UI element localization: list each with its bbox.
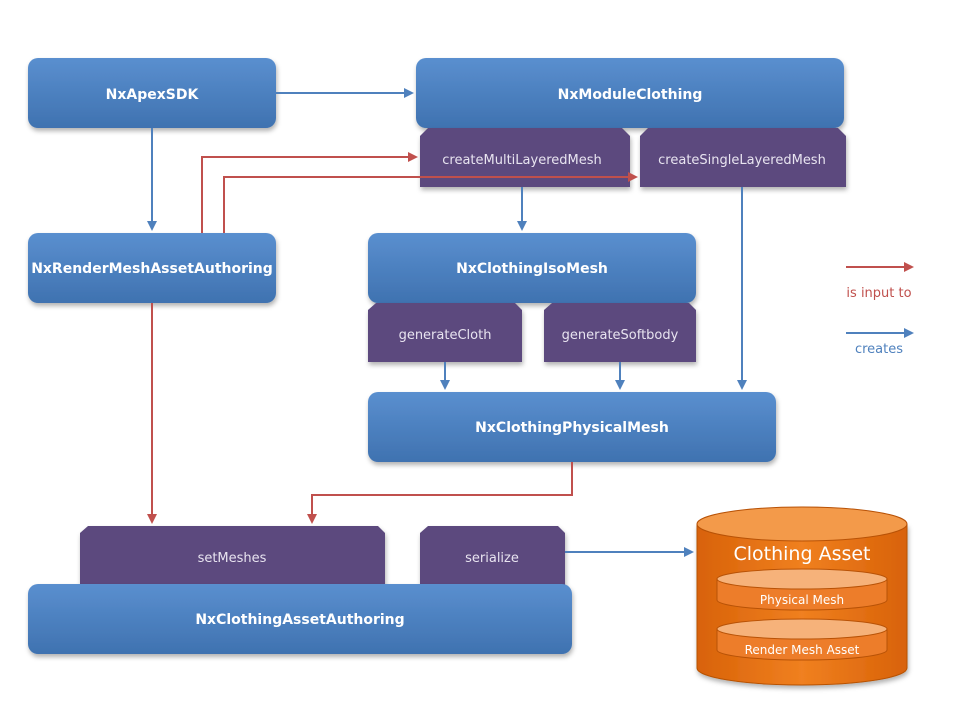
creates-arrows — [147, 88, 747, 557]
method-set-meshes: setMeshes — [80, 526, 385, 586]
box-nx-render-mesh-asset-authoring: NxRenderMeshAssetAuthoring — [28, 233, 276, 303]
box-nx-module-clothing: NxModuleClothing — [416, 58, 844, 128]
method-generate-cloth: generateCloth — [368, 303, 522, 362]
method-label-serialize: serialize — [465, 551, 519, 566]
arrow-render-mesh-to-single — [223, 172, 638, 233]
box-nx-clothing-iso-mesh: NxClothingIsoMesh — [368, 233, 696, 303]
clothing-asset-cylinder: Clothing Asset Physical Mesh Render Mesh… — [696, 506, 908, 686]
box-label-nx-apex-sdk: NxApexSDK — [106, 87, 200, 103]
method-label-generate-softbody: generateSoftbody — [562, 328, 679, 343]
arrow-render-mesh-to-multi — [201, 152, 418, 233]
method-label-set-meshes: setMeshes — [198, 551, 267, 566]
box-label-nx-clothing-physical-mesh: NxClothingPhysicalMesh — [475, 420, 669, 436]
box-nx-clothing-physical-mesh: NxClothingPhysicalMesh — [368, 392, 776, 462]
arrow-physical-mesh-to-set-meshes — [307, 462, 573, 524]
method-create-multi-layered-mesh: createMultiLayeredMesh — [420, 128, 630, 187]
input-arrows — [147, 152, 638, 524]
box-label-nx-clothing-iso-mesh: NxClothingIsoMesh — [456, 261, 608, 277]
clothing-asset-title: Clothing Asset — [733, 543, 870, 565]
method-create-single-layered-mesh: createSingleLayeredMesh — [640, 128, 846, 187]
method-label-create-multi: createMultiLayeredMesh — [442, 153, 601, 168]
render-mesh-asset-disk: Render Mesh Asset — [716, 618, 888, 661]
method-label-create-single: createSingleLayeredMesh — [658, 153, 826, 168]
box-label-nx-clothing-asset-authoring: NxClothingAssetAuthoring — [195, 612, 404, 628]
legend: is input to creates — [846, 262, 914, 357]
method-label-generate-cloth: generateCloth — [399, 328, 492, 343]
box-label-nx-render-mesh-asset-authoring: NxRenderMeshAssetAuthoring — [31, 261, 273, 277]
legend-creates-label: creates — [855, 342, 903, 357]
box-label-nx-module-clothing: NxModuleClothing — [558, 87, 703, 103]
physical-mesh-disk: Physical Mesh — [716, 568, 888, 611]
method-serialize: serialize — [420, 526, 565, 586]
box-nx-clothing-asset-authoring: NxClothingAssetAuthoring — [28, 584, 572, 654]
method-generate-softbody: generateSoftbody — [544, 303, 696, 362]
box-nx-apex-sdk: NxApexSDK — [28, 58, 276, 128]
legend-input-label: is input to — [846, 286, 911, 301]
physical-mesh-label: Physical Mesh — [760, 593, 844, 607]
render-mesh-asset-label: Render Mesh Asset — [745, 643, 860, 657]
